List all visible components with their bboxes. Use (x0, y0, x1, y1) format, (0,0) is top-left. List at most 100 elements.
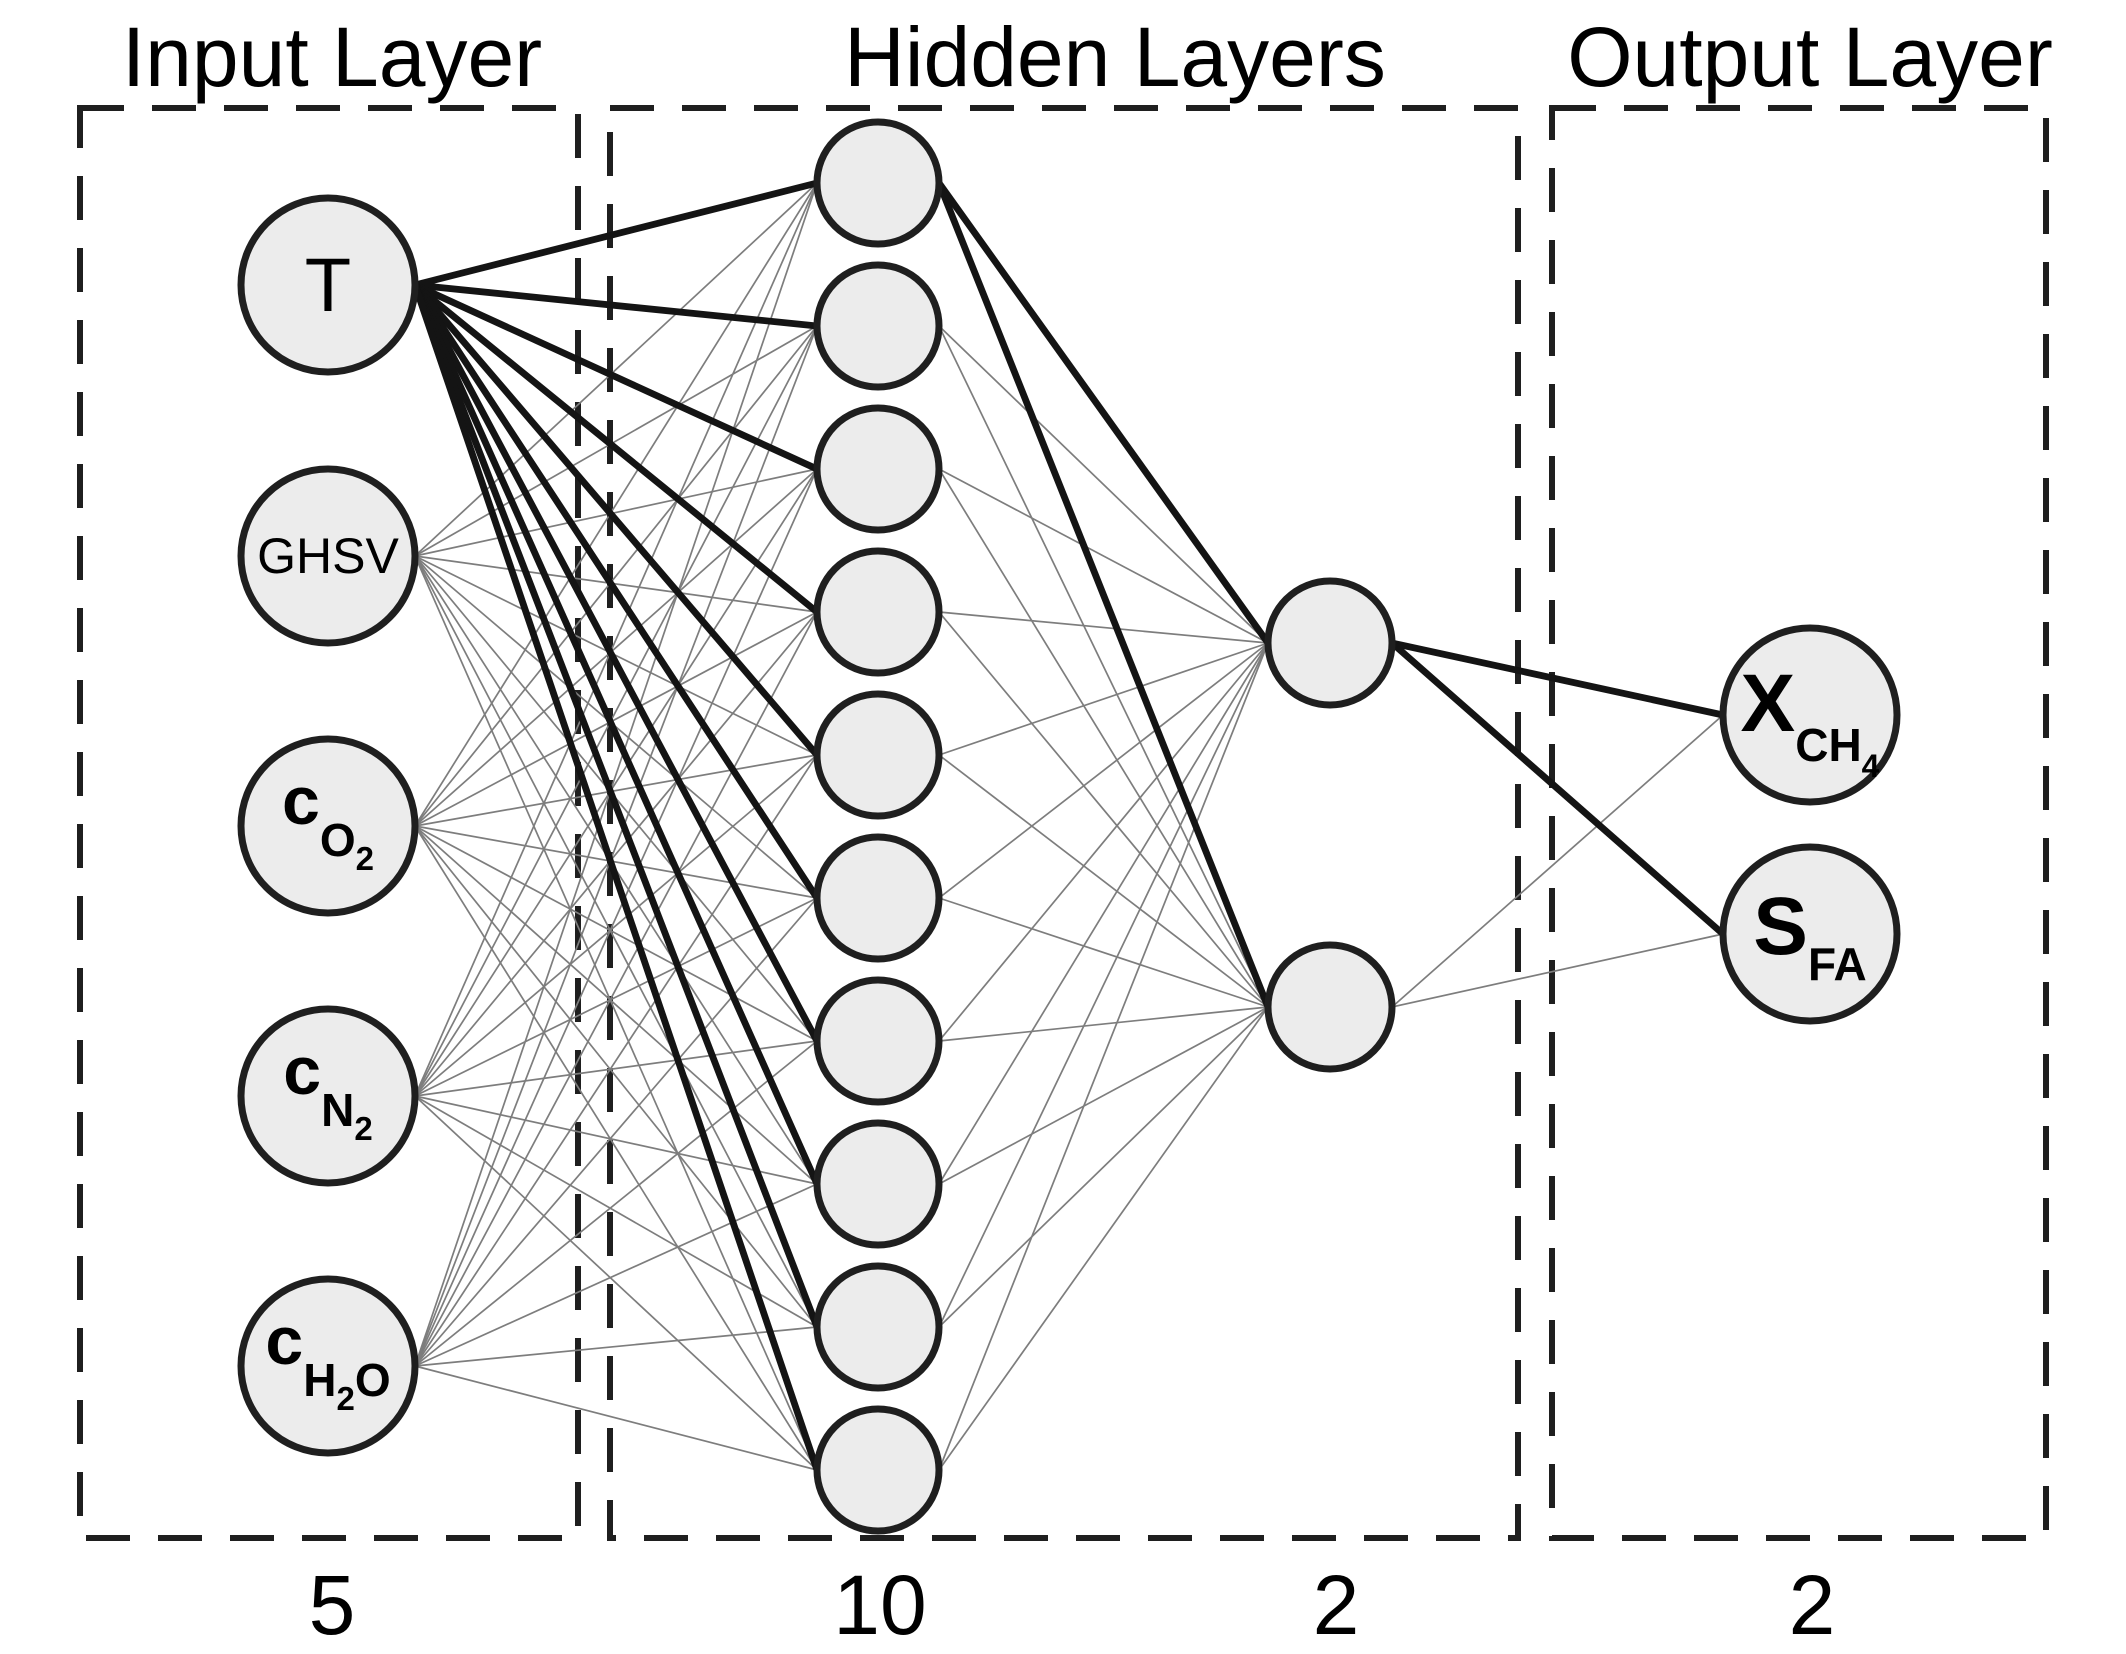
input-node-circle (237, 465, 419, 647)
label-part: O (320, 814, 356, 866)
hidden-layers-box (607, 105, 1521, 1541)
edge-input-3-hidden1-8 (414, 825, 818, 1185)
hidden1-node-h1-8 (813, 1119, 943, 1249)
hidden1-node-h1-2 (813, 261, 943, 391)
input-node-label: GHSV (257, 528, 399, 584)
edge-hidden1-5-hidden2-2 (938, 754, 1269, 1008)
input-node-label: T (305, 243, 351, 328)
edge-hidden1-10-hidden2-2 (938, 1006, 1269, 1471)
input-node-cO2: cO2 (237, 735, 419, 917)
edge-input-4-hidden1-3 (414, 468, 818, 1097)
edge-input-2-hidden1-4 (414, 555, 818, 613)
input-node-label: cN2 (283, 1033, 372, 1147)
label-part: CH (1795, 719, 1861, 771)
input-node-circle (237, 194, 419, 376)
edge-hidden1-10-hidden2-1 (938, 642, 1269, 1471)
label-part: N (321, 1084, 354, 1136)
edge-input-3-hidden1-7 (414, 825, 818, 1042)
edge-input-3-hidden1-10 (414, 825, 818, 1471)
edge-hidden2-1-output-1-bold (1391, 639, 1724, 719)
edge-input-4-hidden1-6 (414, 897, 818, 1097)
edge-input-2-hidden1-9 (414, 555, 818, 1328)
edge-input-3-hidden1-9 (414, 825, 818, 1328)
edge-input-4-hidden1-9 (414, 1095, 818, 1328)
label-part: 2 (336, 1380, 354, 1417)
edge-input-4-hidden1-2 (414, 325, 818, 1097)
hidden1-node-circle (813, 976, 943, 1106)
edge-hidden1-3-hidden2-1 (938, 468, 1269, 644)
layer-count-1: 5 (309, 1558, 356, 1652)
layer-title-3: Output Layer (1567, 10, 2053, 104)
input-node-circle (237, 735, 419, 917)
edge-input-4-hidden1-1 (414, 182, 818, 1097)
hidden1-node-circle (813, 690, 943, 820)
hidden1-node-circle (813, 1262, 943, 1392)
edge-hidden1-2-hidden2-1 (938, 325, 1269, 644)
hidden1-node-circle (813, 547, 943, 677)
edge-hidden1-5-hidden2-1 (938, 642, 1269, 756)
edge-input-1-hidden1-4-bold (412, 282, 820, 615)
hidden1-node-circle (813, 1119, 943, 1249)
output-node-SFA: SFA (1719, 843, 1901, 1025)
edge-hidden1-1-hidden2-2-bold (935, 181, 1272, 1009)
edge-hidden2-2-output-2 (1391, 933, 1724, 1008)
edge-input-1-hidden1-9-bold (411, 283, 821, 1329)
hidden1-node-circle (813, 261, 943, 391)
edge-hidden1-7-hidden2-1 (938, 642, 1269, 1042)
hidden1-node-h1-10 (813, 1405, 943, 1535)
hidden2-node-h2-1 (1264, 577, 1396, 709)
edge-input-5-hidden1-8 (414, 1183, 818, 1367)
label-part: X (1741, 658, 1796, 749)
edge-hidden1-2-hidden2-2 (938, 325, 1269, 1008)
label-part: T (305, 243, 351, 328)
edge-input-3-hidden1-3 (414, 468, 818, 827)
edge-hidden1-4-hidden2-1 (938, 611, 1269, 644)
edge-input-3-hidden1-2 (414, 325, 818, 827)
edge-input-2-hidden1-5 (414, 555, 818, 756)
edge-hidden1-6-hidden2-2 (938, 897, 1269, 1008)
layer-title-2: Hidden Layers (844, 10, 1386, 104)
edge-input-3-hidden1-4 (414, 611, 818, 827)
edge-input-4-hidden1-10 (414, 1095, 818, 1471)
edge-input-5-hidden1-9 (414, 1326, 818, 1367)
label-part: c (283, 1033, 321, 1109)
edge-input-1-hidden1-2-bold (414, 281, 818, 330)
edge-input-2-hidden1-1 (414, 182, 818, 557)
hidden2-node-circle (1264, 941, 1396, 1073)
edge-input-5-hidden1-6 (414, 897, 818, 1367)
hidden1-node-h1-6 (813, 833, 943, 963)
edge-input-1-hidden1-5-bold (412, 282, 820, 758)
hidden1-node-h1-9 (813, 1262, 943, 1392)
edge-hidden1-8-hidden2-1 (938, 642, 1269, 1185)
input-node-T: T (237, 194, 419, 376)
edge-input-5-hidden1-4 (414, 611, 818, 1367)
hidden1-node-circle (813, 404, 943, 534)
layer-count-2: 10 (833, 1558, 926, 1652)
edge-input-3-hidden1-6 (414, 825, 818, 899)
edge-input-1-hidden1-1-bold (414, 179, 818, 289)
label-part: O (355, 1354, 391, 1406)
edge-hidden1-4-hidden2-2 (938, 611, 1269, 1008)
edge-input-1-hidden1-3-bold (413, 281, 819, 473)
input-node-circle (237, 1005, 419, 1187)
edge-input-4-hidden1-4 (414, 611, 818, 1097)
edge-input-1-hidden1-6-bold (412, 283, 820, 900)
input-node-cH2O: cH2O (237, 1275, 419, 1457)
edge-hidden1-3-hidden2-2 (938, 468, 1269, 1008)
edge-hidden2-1-output-2-bold (1389, 640, 1726, 937)
output-node-circle (1719, 624, 1901, 806)
input-node-cN2: cN2 (237, 1005, 419, 1187)
label-part: 2 (354, 1110, 372, 1147)
edge-input-4-hidden1-8 (414, 1095, 818, 1185)
label-part: H (303, 1354, 336, 1406)
hidden2-node-circle (1264, 577, 1396, 709)
output-node-XCH4: XCH4 (1719, 624, 1901, 806)
edge-input-2-hidden1-10 (414, 555, 818, 1471)
input-node-label: cO2 (282, 763, 374, 877)
hidden1-node-h1-5 (813, 690, 943, 820)
edge-input-5-hidden1-7 (414, 1040, 818, 1367)
layer-title-1: Input Layer (122, 10, 542, 104)
edge-input-2-hidden1-3 (414, 468, 818, 557)
input-layer-box (77, 105, 581, 1541)
